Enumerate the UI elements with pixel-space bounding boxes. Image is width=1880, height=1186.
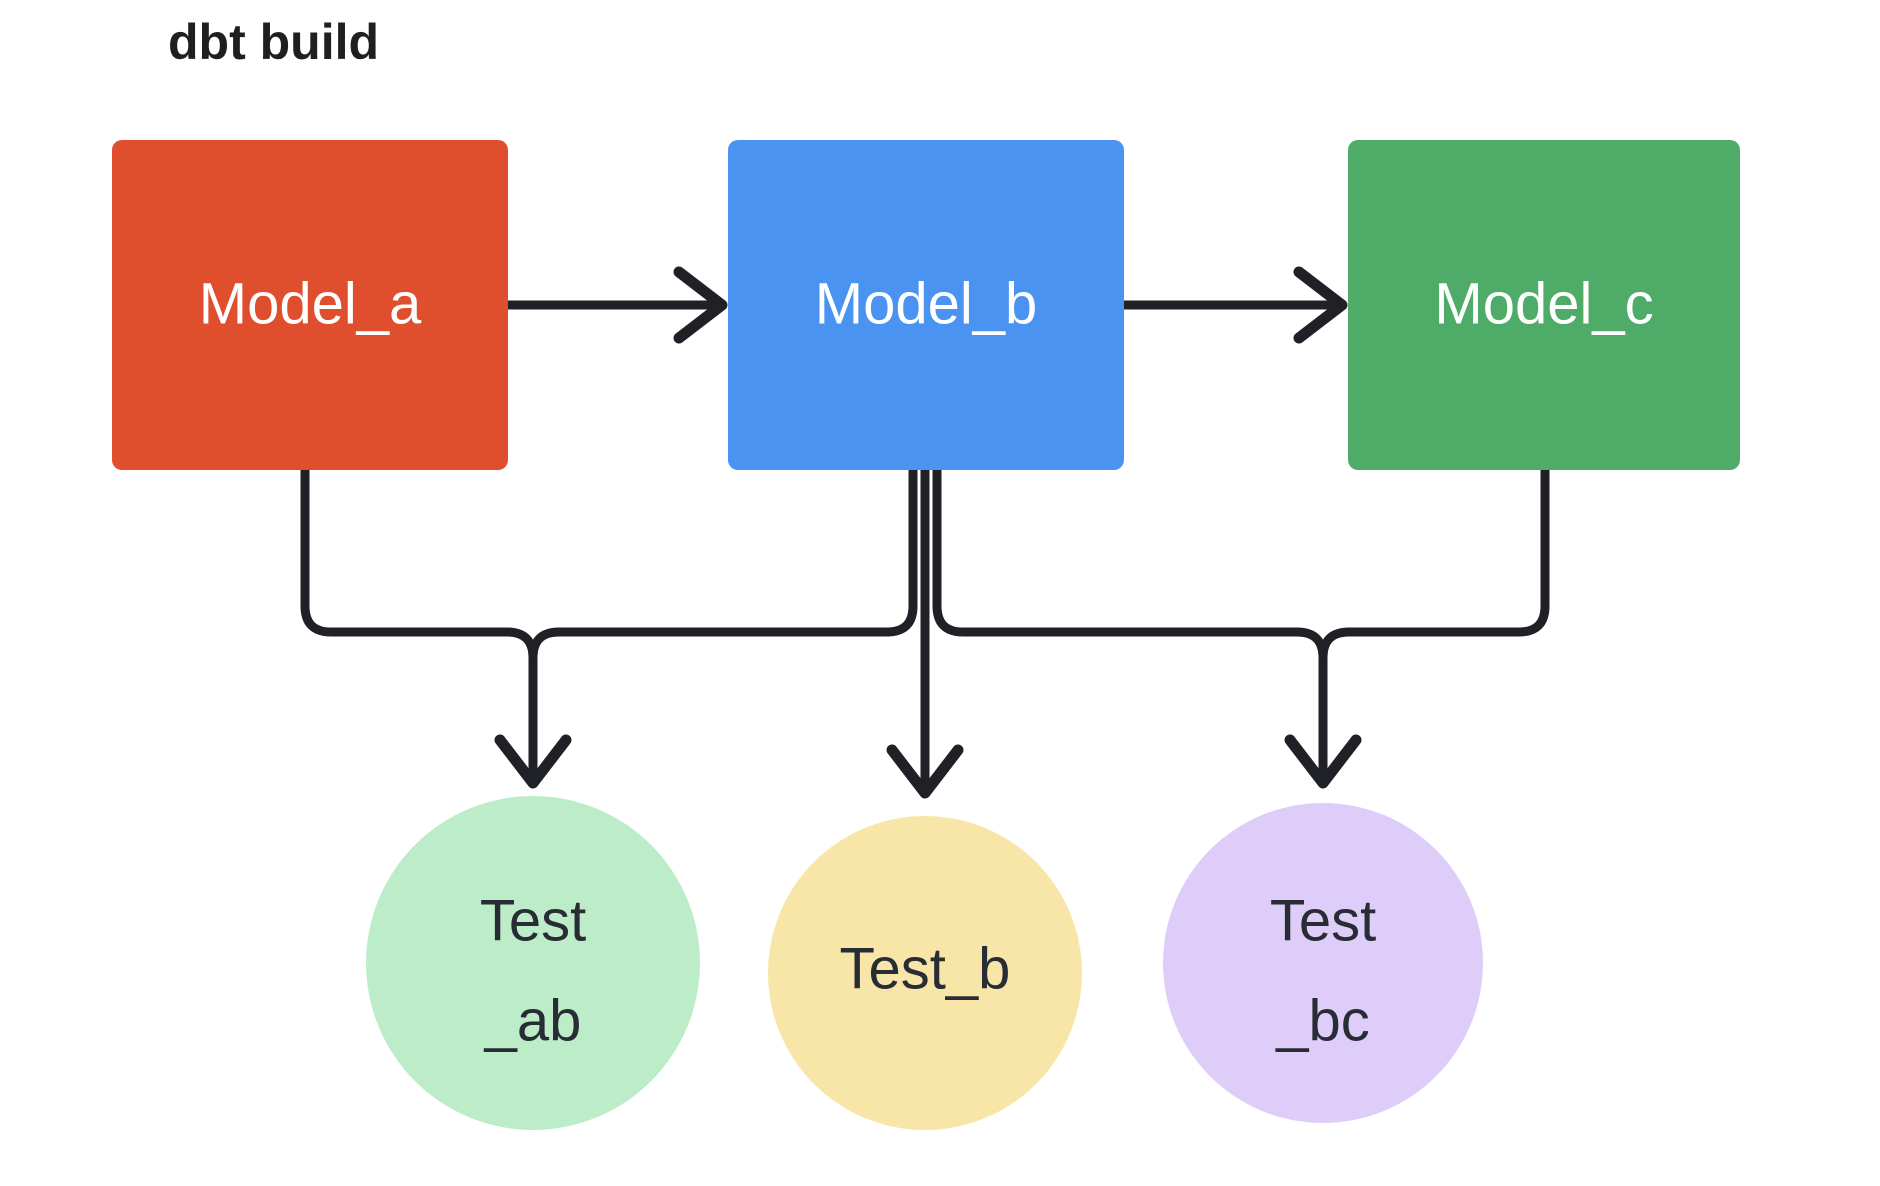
- edge-model-c-to-test-bc: [1284, 465, 1550, 789]
- test-label-test_bc-line2: _bc: [1275, 988, 1370, 1053]
- edge-model-b-to-model-c: [1119, 266, 1348, 344]
- edge-model-b-to-test-b: [886, 465, 964, 799]
- test-label-test_b: Test_b: [840, 936, 1011, 1001]
- page-title: dbt build: [168, 14, 379, 70]
- test-circle-test_bc[interactable]: [1163, 803, 1483, 1123]
- model-box-model_c[interactable]: [1348, 140, 1740, 470]
- edge-model-b-to-test-ab: [528, 465, 918, 781]
- model-label-model_a: Model_a: [199, 271, 422, 336]
- test-circle-test_ab[interactable]: [366, 796, 700, 1130]
- test-node-test_b[interactable]: Test_b: [768, 816, 1082, 1130]
- edge-model-b-to-test-bc: [932, 465, 1328, 781]
- model-node-model_c[interactable]: Model_c: [1348, 140, 1740, 470]
- model-label-model_b: Model_b: [815, 271, 1037, 336]
- edge-model-a-to-test-ab: [300, 465, 572, 789]
- model-node-model_b[interactable]: Model_b: [728, 140, 1124, 470]
- model-box-model_a[interactable]: [112, 140, 508, 470]
- test-circle-test_b[interactable]: [768, 816, 1082, 1130]
- test-node-test_bc[interactable]: Test _bc: [1163, 803, 1483, 1123]
- model-node-model_a[interactable]: Model_a: [112, 140, 508, 470]
- edge-model-a-to-model-b: [503, 266, 728, 344]
- test-label-test_ab-line2: _ab: [484, 988, 582, 1053]
- model-box-model_b[interactable]: [728, 140, 1124, 470]
- test-label-test_ab-line1: Test: [480, 888, 586, 953]
- test-node-test_ab[interactable]: Test _ab: [366, 796, 700, 1130]
- edge-layer: [300, 266, 1550, 799]
- model-label-model_c: Model_c: [1434, 271, 1653, 336]
- test-label-test_bc-line1: Test: [1270, 888, 1376, 953]
